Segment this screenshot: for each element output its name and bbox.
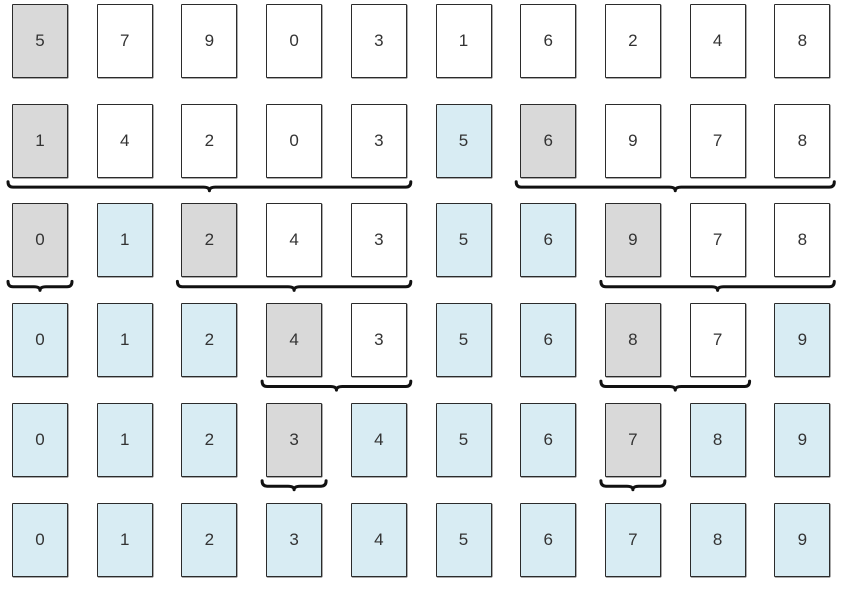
number-card: 3 bbox=[266, 402, 323, 477]
number-card: 9 bbox=[181, 4, 238, 78]
partition-brace bbox=[6, 180, 413, 193]
number-card: 0 bbox=[266, 4, 323, 78]
number-card: 5 bbox=[12, 4, 68, 78]
number-card: 5 bbox=[435, 203, 492, 278]
number-card: 1 bbox=[435, 4, 492, 78]
number-card: 8 bbox=[774, 103, 831, 178]
number-card: 2 bbox=[181, 203, 238, 278]
partition-brace bbox=[260, 479, 328, 492]
number-card: 0 bbox=[12, 402, 68, 477]
partition-brace bbox=[175, 279, 413, 292]
number-card: 0 bbox=[12, 303, 68, 378]
number-card: 5 bbox=[435, 502, 492, 577]
number-card: 3 bbox=[350, 203, 407, 278]
number-card: 1 bbox=[96, 303, 153, 378]
number-card: 8 bbox=[604, 303, 661, 378]
partition-brace bbox=[599, 279, 836, 292]
number-card: 5 bbox=[435, 402, 492, 477]
number-card: 6 bbox=[520, 203, 577, 278]
number-card: 8 bbox=[774, 4, 831, 78]
number-card: 5 bbox=[435, 103, 492, 178]
number-card: 9 bbox=[604, 203, 661, 278]
number-card: 6 bbox=[520, 103, 577, 178]
number-card: 1 bbox=[12, 103, 68, 178]
number-card: 4 bbox=[689, 4, 746, 78]
number-card: 9 bbox=[774, 502, 831, 577]
number-card: 2 bbox=[181, 502, 238, 577]
number-card: 2 bbox=[604, 4, 661, 78]
number-card: 7 bbox=[689, 203, 746, 278]
number-card: 8 bbox=[689, 502, 746, 577]
number-card: 0 bbox=[12, 203, 68, 278]
number-card: 4 bbox=[350, 502, 407, 577]
number-card: 6 bbox=[520, 402, 577, 477]
number-card: 6 bbox=[520, 303, 577, 378]
number-card: 4 bbox=[96, 103, 153, 178]
number-card: 9 bbox=[774, 402, 831, 477]
partition-brace bbox=[599, 479, 667, 492]
number-card: 3 bbox=[266, 502, 323, 577]
partition-brace bbox=[260, 379, 413, 392]
number-card: 9 bbox=[774, 303, 831, 378]
number-card: 4 bbox=[266, 203, 323, 278]
number-card: 3 bbox=[350, 103, 407, 178]
number-card: 0 bbox=[266, 103, 323, 178]
number-card: 7 bbox=[96, 4, 153, 78]
partition-brace bbox=[514, 180, 836, 193]
partition-brace bbox=[6, 279, 74, 292]
number-card: 7 bbox=[604, 502, 661, 577]
number-card: 1 bbox=[96, 502, 153, 577]
number-card: 8 bbox=[689, 402, 746, 477]
number-card: 4 bbox=[350, 402, 407, 477]
number-card: 7 bbox=[604, 402, 661, 477]
number-card: 5 bbox=[435, 303, 492, 378]
number-card: 1 bbox=[96, 203, 153, 278]
number-card: 3 bbox=[350, 4, 407, 78]
partition-brace bbox=[599, 379, 752, 392]
number-card: 9 bbox=[604, 103, 661, 178]
number-card: 2 bbox=[181, 303, 238, 378]
number-card: 4 bbox=[266, 303, 323, 378]
number-card: 2 bbox=[181, 103, 238, 178]
number-card: 1 bbox=[96, 402, 153, 477]
number-card: 2 bbox=[181, 402, 238, 477]
number-card: 3 bbox=[350, 303, 407, 378]
number-card: 0 bbox=[12, 502, 68, 577]
number-card: 8 bbox=[774, 203, 831, 278]
number-card: 7 bbox=[689, 103, 746, 178]
number-card: 6 bbox=[520, 502, 577, 577]
number-card: 6 bbox=[520, 4, 577, 78]
number-card: 7 bbox=[689, 303, 746, 378]
